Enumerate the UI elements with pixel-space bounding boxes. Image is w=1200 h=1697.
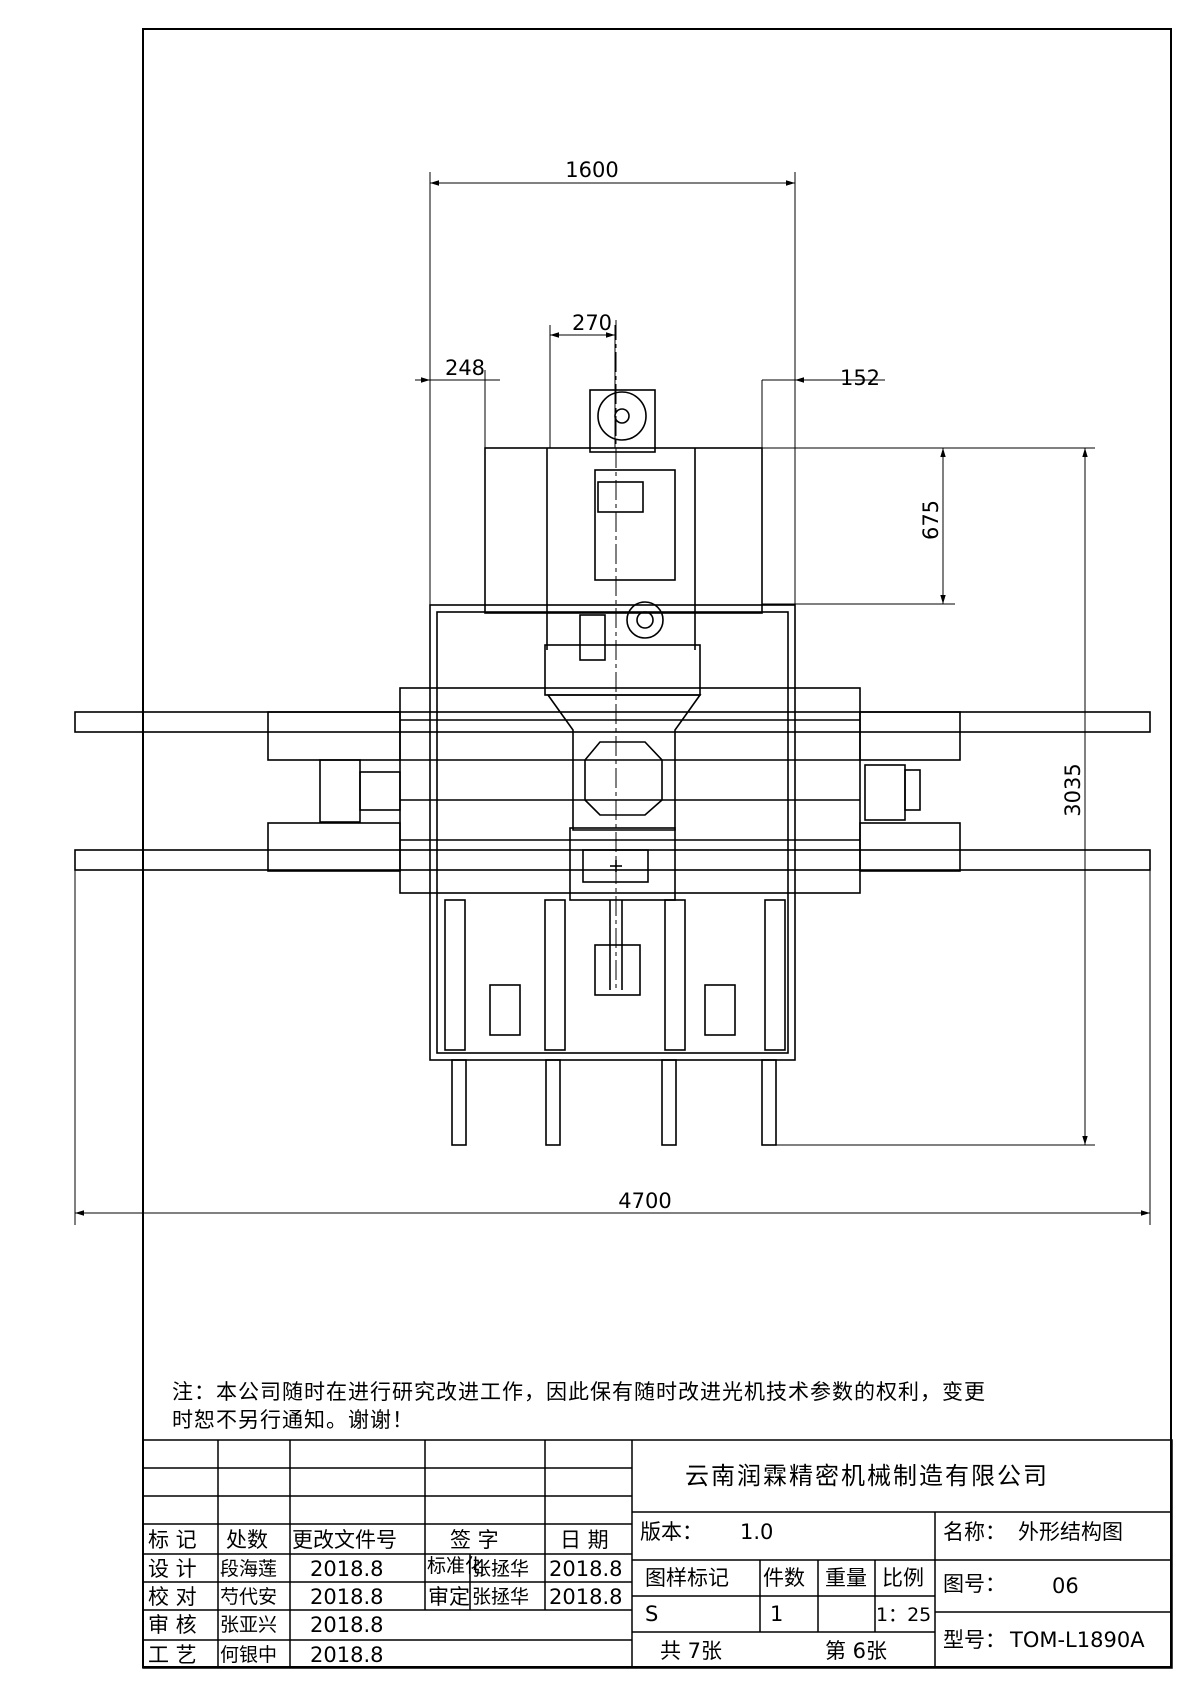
approve-date: 2018.8 [549,1585,623,1609]
header-count: 处数 [226,1528,268,1552]
left-guide-upper [267,711,401,761]
title-block-grid [142,1439,1173,1669]
lower-guide-2 [544,899,566,1051]
dim-4700: 4700 [618,1189,671,1213]
worktable [399,687,861,894]
standardize-date: 2018.8 [549,1557,623,1581]
name-review: 张亚兴 [220,1614,278,1636]
scale-value: 1：25 [876,1604,932,1626]
company-name: 云南润霖精密机械制造有限公司 [685,1462,1049,1490]
dim-152: 152 [840,366,880,390]
role-check: 校 对 [148,1585,197,1609]
drawing-no-label: 图号： [943,1572,1006,1596]
model-label: 型号： [943,1628,1006,1652]
dim-3035: 3035 [1061,763,1085,816]
role-process: 工 艺 [148,1643,197,1667]
header-sign: 签 字 [450,1528,499,1552]
foot-2 [545,1059,561,1146]
role-design: 设 计 [148,1557,197,1581]
approve-name: 张拯华 [472,1586,530,1608]
drawing-mark-label: 图样标记 [645,1566,729,1590]
y-axis-slide [569,827,676,901]
lower-guide-4 [764,899,786,1051]
note-line-2: 时恕不另行通知。谢谢！ [172,1408,414,1432]
dimension-lines [74,172,1151,1225]
approve-label: 审定 [428,1585,470,1609]
date-review: 2018.8 [310,1613,384,1637]
standardize-name: 张拯华 [472,1558,530,1580]
column-guard [484,447,763,614]
note-line-1: 注：本公司随时在进行研究改进工作，因此保有随时改进光机技术参数的权利，变更 [172,1380,986,1404]
drawing-frame [142,28,1172,1668]
right-guide-lower [859,822,961,872]
drawing-mark-value: S [645,1602,659,1626]
drawing-no-value: 06 [1052,1574,1079,1598]
qty-value: 1 [770,1602,784,1626]
header-date: 日 期 [560,1528,609,1552]
dim-248: 248 [445,356,485,380]
role-review: 审 核 [148,1613,197,1637]
cross-rail-upper [74,711,1151,733]
foot-3 [661,1059,677,1146]
left-servo [319,759,361,823]
spindle-motor [589,389,656,453]
lower-guide-1 [444,899,466,1051]
name-label: 名称： [943,1520,1006,1544]
right-guide-upper [859,711,961,761]
date-design: 2018.8 [310,1557,384,1581]
name-design: 段海莲 [220,1558,278,1580]
date-process: 2018.8 [310,1643,384,1667]
version-label: 版本： [640,1520,703,1544]
lower-guide-3 [664,899,686,1051]
sheet-no: 第 6张 [825,1639,888,1663]
header-mark: 标 记 [148,1528,197,1552]
base-frame [429,604,796,1061]
foot-1 [451,1059,467,1146]
machine-body [74,389,1151,1146]
name-check: 芍代安 [220,1586,278,1608]
dim-675: 675 [919,500,943,540]
cross-rail-lower [74,849,1151,871]
total-sheets: 共 7张 [660,1639,723,1663]
name-process: 何银中 [220,1644,278,1666]
name-value: 外形结构图 [1018,1520,1123,1544]
qty-label: 件数 [763,1566,805,1590]
version-value: 1.0 [740,1520,774,1544]
weight-label: 重量 [825,1566,867,1590]
left-guide-lower [267,822,401,872]
date-check: 2018.8 [310,1585,384,1609]
note-text: 注：本公司随时在进行研究改进工作，因此保有随时改进光机技术参数的权利，变更 时恕… [172,1378,1162,1434]
dim-270: 270 [572,311,612,335]
model-value: TOM-L1890A [1010,1628,1145,1652]
dim-1600: 1600 [565,158,618,182]
standardize-label: 标准化 [427,1555,485,1577]
center-carriage [546,694,702,831]
header-change-doc: 更改文件号 [292,1528,397,1552]
foot-4 [761,1059,777,1146]
right-servo [864,764,906,821]
scale-label: 比例 [882,1566,924,1590]
